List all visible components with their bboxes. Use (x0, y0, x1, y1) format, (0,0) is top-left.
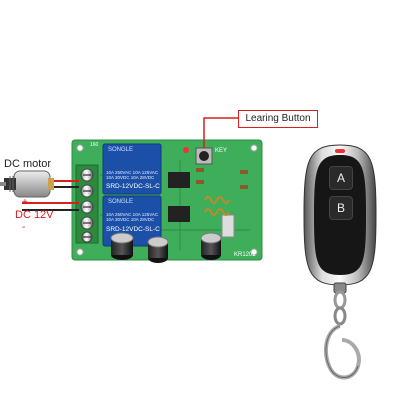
mount-hole (76, 248, 84, 256)
capacitor (200, 232, 222, 260)
screw-terminal-block (75, 164, 99, 244)
capacitor (110, 232, 134, 260)
relay-1-model: SRD-12VDC-SL-C (106, 183, 160, 190)
corner-mark: 160 (90, 142, 99, 148)
key-label: KEY (215, 148, 228, 154)
ic-chip (168, 206, 190, 222)
minus-sign: - (22, 222, 26, 233)
relay-1 (102, 143, 162, 195)
status-led (183, 147, 189, 153)
receiver-board (71, 139, 263, 263)
learning-button-callout: Learing Button (238, 110, 318, 128)
dc-motor-label: DC motor (4, 158, 52, 170)
mount-hole (76, 144, 84, 152)
rf-coil (204, 196, 230, 216)
remote-led (335, 149, 345, 153)
relay-2-model: SRD-12VDC-SL-C (106, 226, 160, 233)
mount-hole (250, 144, 258, 152)
relay-1-brand: SONGLE (108, 147, 134, 153)
ic-chip (168, 172, 190, 188)
relay-2-brand: SONGLE (108, 199, 134, 205)
keyring-link (333, 290, 347, 310)
keyring-link (333, 306, 347, 326)
dc-12v-label: DC 12V (15, 209, 54, 221)
callout-line (203, 117, 238, 148)
plus-sign: + (22, 197, 28, 208)
capacitor (147, 236, 169, 263)
crystal (221, 214, 235, 238)
dc-motor (0, 170, 54, 198)
remote-button-a[interactable]: A (329, 166, 353, 190)
learning-button[interactable] (195, 147, 213, 165)
remote-button-b[interactable]: B (329, 196, 353, 220)
mount-hole (250, 248, 258, 256)
board-model: KR1202 (234, 252, 256, 258)
